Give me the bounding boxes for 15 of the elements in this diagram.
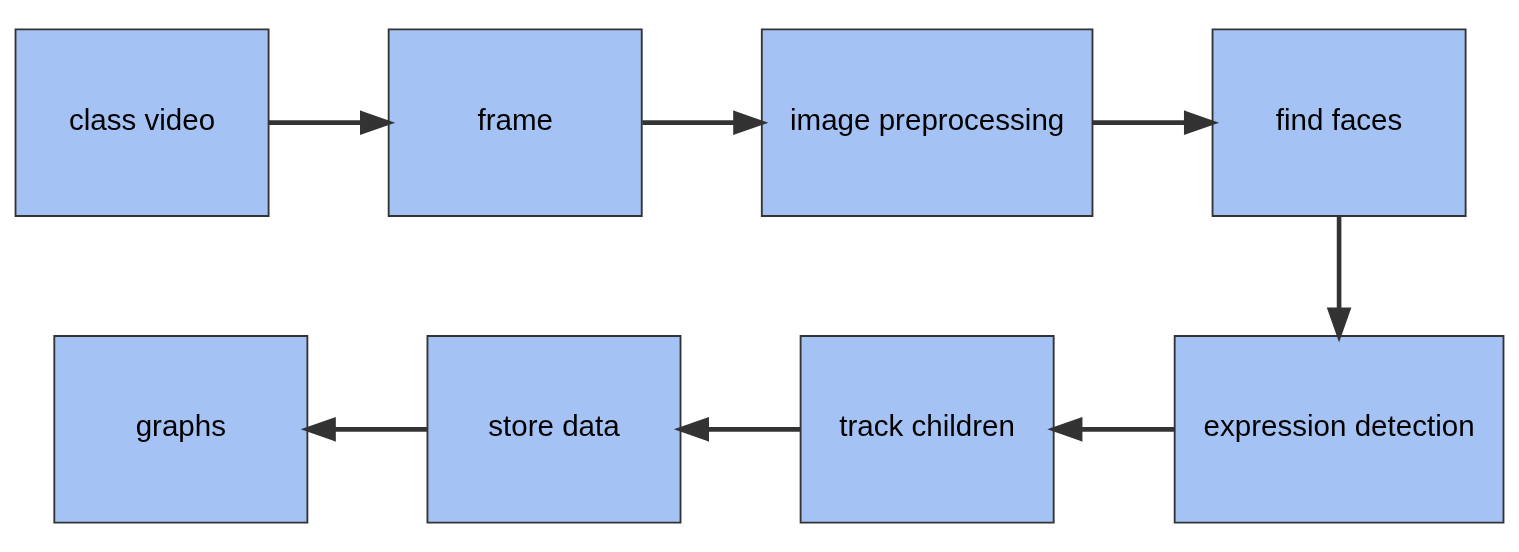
arrow (673, 417, 801, 442)
node-box: find faces (1211, 28, 1467, 217)
arrow (300, 417, 427, 442)
arrow (1092, 110, 1220, 135)
node-box: image preprocessing (760, 28, 1094, 217)
node-box: expression detection (1173, 335, 1505, 524)
node-box: store data (426, 335, 682, 524)
arrow (1047, 417, 1175, 442)
node-box: class video (14, 28, 270, 217)
node-box: track children (799, 335, 1055, 524)
arrow (1326, 216, 1352, 343)
arrow (268, 110, 396, 135)
arrow (642, 110, 769, 135)
node-box: graphs (53, 335, 309, 524)
node-box: frame (387, 28, 643, 217)
